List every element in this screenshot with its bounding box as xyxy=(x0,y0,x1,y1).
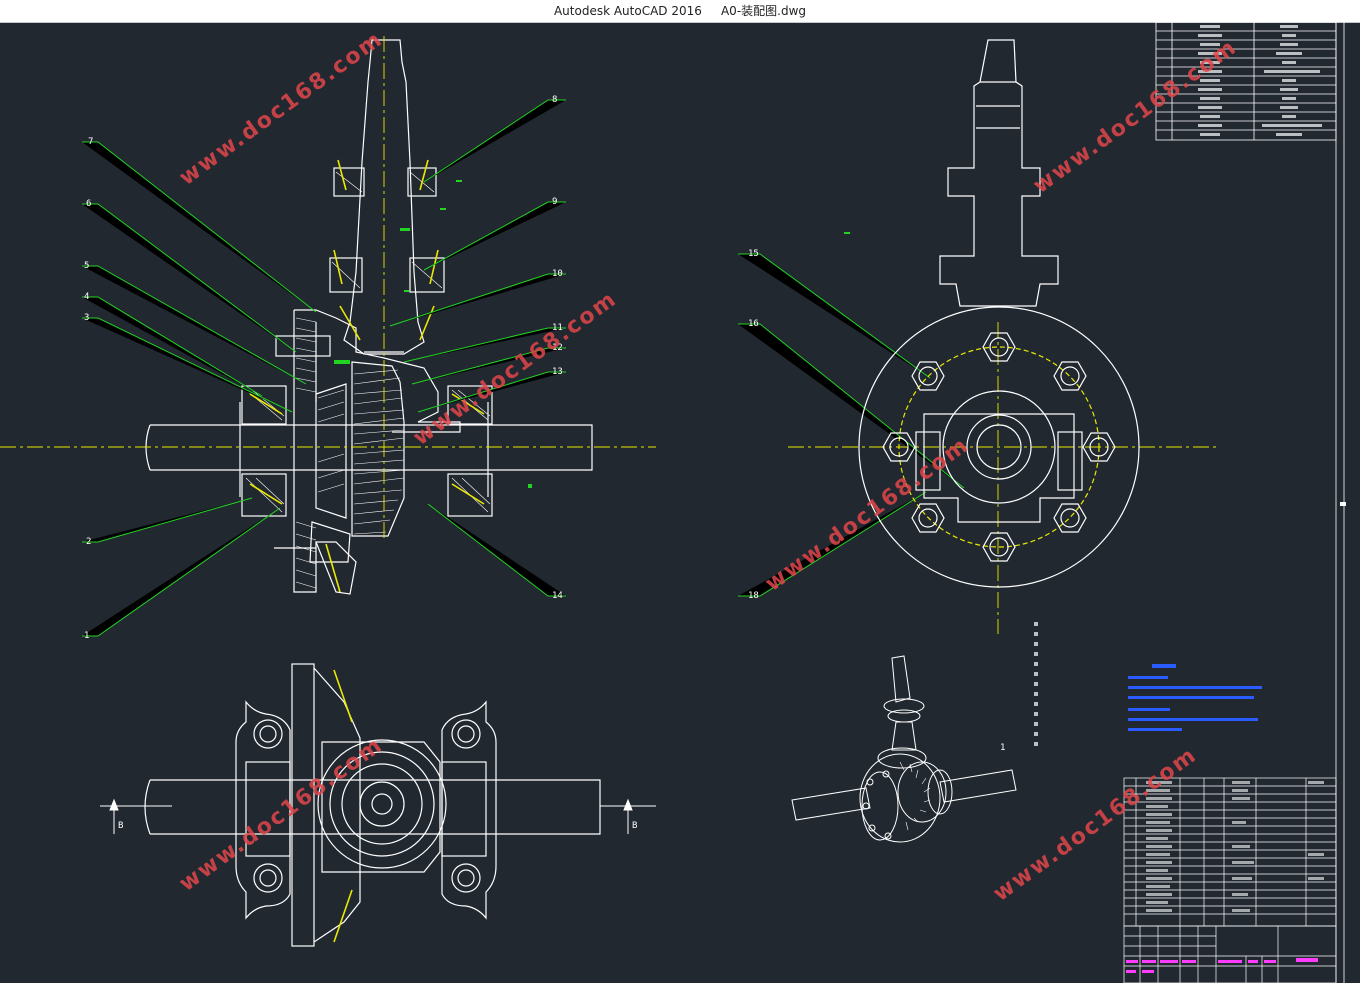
bom-table xyxy=(1123,777,1337,983)
side-view xyxy=(858,39,1140,588)
cad-drawing[interactable]: 7 6 5 4 3 2 1 8 9 10 11 12 13 14 15 16 1… xyxy=(0,22,1360,983)
parts-number-column xyxy=(1034,622,1038,746)
part-label: 15 xyxy=(748,249,759,259)
part-label: 7 xyxy=(88,137,93,147)
green-specks xyxy=(334,180,850,488)
part-label: 16 xyxy=(748,319,759,329)
window-title-bar: Autodesk AutoCAD 2016 A0-装配图.dwg xyxy=(0,0,1360,23)
part-label: 10 xyxy=(552,269,563,279)
watermark: www.doc168.com xyxy=(175,27,388,191)
section-b-arrows xyxy=(100,798,656,834)
part-label: 3 xyxy=(84,313,89,323)
part-label: 12 xyxy=(552,343,563,353)
section-mark: B xyxy=(118,821,123,831)
section-mark: B xyxy=(632,821,637,831)
part-label: 11 xyxy=(552,323,563,333)
part-label: 18 xyxy=(748,591,759,601)
title-block-marks xyxy=(1126,958,1318,973)
centerlines xyxy=(0,36,1218,634)
bottom-view xyxy=(144,663,601,947)
isometric-view xyxy=(791,655,1017,843)
isometric-label: 1 xyxy=(1000,743,1005,753)
bottom-view-yellow xyxy=(333,669,353,943)
bolt-circle xyxy=(898,346,1100,548)
part-label: 4 xyxy=(84,292,89,302)
front-section-view xyxy=(145,39,593,595)
part-label: 14 xyxy=(552,591,563,601)
part-label: 1 xyxy=(84,631,89,641)
watermark: www.doc168.com xyxy=(409,287,622,451)
part-label: 6 xyxy=(86,199,91,209)
tech-requirements xyxy=(1128,664,1262,731)
spec-table-text-marks xyxy=(1198,25,1322,136)
flange-bolts xyxy=(882,332,1116,562)
section-hatch xyxy=(245,171,491,589)
app-title: Autodesk AutoCAD 2016 xyxy=(553,4,702,18)
file-name: A0-装配图.dwg xyxy=(720,4,807,18)
part-label: 5 xyxy=(84,261,89,271)
bom-cell-marks xyxy=(1146,781,1324,912)
spec-table xyxy=(1155,22,1337,141)
isometric-gear-teeth xyxy=(899,761,931,831)
part-labels: 7 6 5 4 3 2 1 8 9 10 11 12 13 14 15 16 1… xyxy=(84,95,759,641)
border-tick xyxy=(1340,502,1346,506)
part-label: 13 xyxy=(552,367,563,377)
part-label: 2 xyxy=(86,537,91,547)
yellow-bearing-marks xyxy=(249,159,485,593)
drawing-canvas[interactable]: 7 6 5 4 3 2 1 8 9 10 11 12 13 14 15 16 1… xyxy=(0,22,1360,983)
part-label: 9 xyxy=(552,197,557,207)
part-label: 8 xyxy=(552,95,557,105)
